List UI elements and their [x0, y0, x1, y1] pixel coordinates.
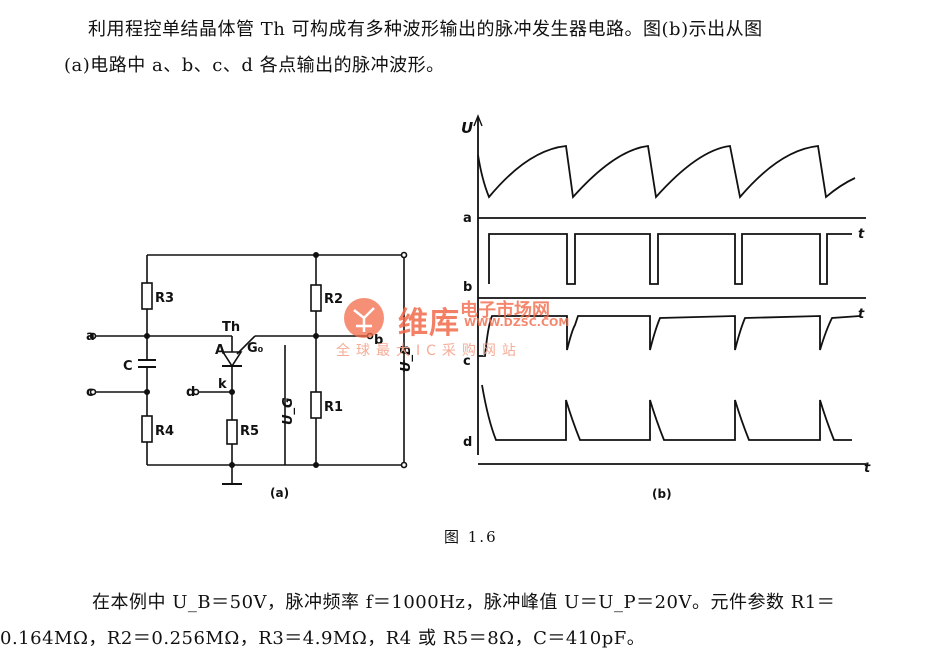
- intro-line-2: (a)电路中 a、b、c、d 各点输出的脉冲波形。: [64, 55, 445, 76]
- watermark-brand2: 电子市场网: [460, 300, 550, 321]
- resistor-r2: [310, 284, 322, 312]
- resistor-r1: [310, 391, 322, 419]
- watermark: 维库 电子市场网 WWW.DZSC.COM 全球最大IC采购网站: [336, 296, 616, 362]
- label-wave-a: a: [463, 211, 472, 226]
- label-wave-c: c: [463, 354, 471, 369]
- waveform-d: [481, 384, 852, 441]
- intro-paragraph: 利用程控单结晶体管 Th 可构成有多种波形输出的脉冲发生器电路。图(b)示出从图…: [64, 12, 898, 84]
- watermark-slogan: 全球最大IC采购网站: [336, 343, 522, 359]
- intro-line-1: 利用程控单结晶体管 Th 可构成有多种波形输出的脉冲发生器电路。图(b)示出从图: [88, 19, 763, 40]
- label-anode: A: [215, 343, 225, 358]
- label-r5: R5: [240, 424, 259, 439]
- resistor-r4: [141, 415, 153, 443]
- figure-caption: 图 1.6: [444, 528, 498, 546]
- waveform-c: [478, 315, 861, 357]
- label-c-node: c: [86, 385, 94, 400]
- watermark-logo-icon: [344, 298, 384, 338]
- waveform-a: [477, 145, 856, 200]
- waveform-b: [488, 233, 852, 285]
- label-d-node: d: [186, 385, 195, 400]
- resistor-r5: [226, 419, 238, 445]
- label-gate: G₀: [247, 341, 264, 356]
- watermark-brand: 维库: [398, 306, 460, 341]
- label-t-1: t: [858, 227, 865, 242]
- label-ug: U_G: [281, 397, 296, 425]
- label-b-node: b: [374, 333, 383, 348]
- label-wave-b: b: [463, 280, 472, 295]
- params-line-2: 0.164MΩ，R2＝0.256MΩ，R3＝4.9MΩ，R4 或 R5＝8Ω，C…: [0, 628, 646, 649]
- label-t-2: t: [858, 307, 865, 322]
- caption-a: (a): [270, 486, 289, 500]
- label-t-3: t: [864, 461, 871, 476]
- label-u-axis: U: [461, 119, 473, 137]
- label-c: C: [123, 359, 133, 374]
- label-r1: R1: [324, 400, 343, 415]
- circuit-diagram: [89, 251, 408, 485]
- caption-b: (b): [652, 487, 672, 501]
- params-line-1: 在本例中 U_B＝50V，脉冲频率 f＝1000Hz，脉冲峰值 U＝U_P＝20…: [92, 592, 836, 613]
- label-wave-d: d: [463, 435, 472, 450]
- label-r2: R2: [324, 292, 343, 307]
- label-r4: R4: [155, 424, 174, 439]
- label-ub: U_B: [399, 345, 414, 372]
- circuit-labels: R3 R2 R1 R4 R5 C Th A G₀ k a c d b U_B U…: [86, 291, 414, 500]
- label-a: a: [86, 329, 95, 344]
- watermark-url: WWW.DZSC.COM: [464, 316, 570, 329]
- label-r3: R3: [155, 291, 174, 306]
- label-k: k: [218, 377, 227, 392]
- resistor-r3: [141, 282, 153, 310]
- label-th: Th: [222, 320, 240, 335]
- waveforms: [473, 114, 866, 465]
- waveform-labels: U a b c d t t t (b): [461, 119, 871, 501]
- params-paragraph: 在本例中 U_B＝50V，脉冲频率 f＝1000Hz，脉冲峰值 U＝U_P＝20…: [0, 585, 902, 657]
